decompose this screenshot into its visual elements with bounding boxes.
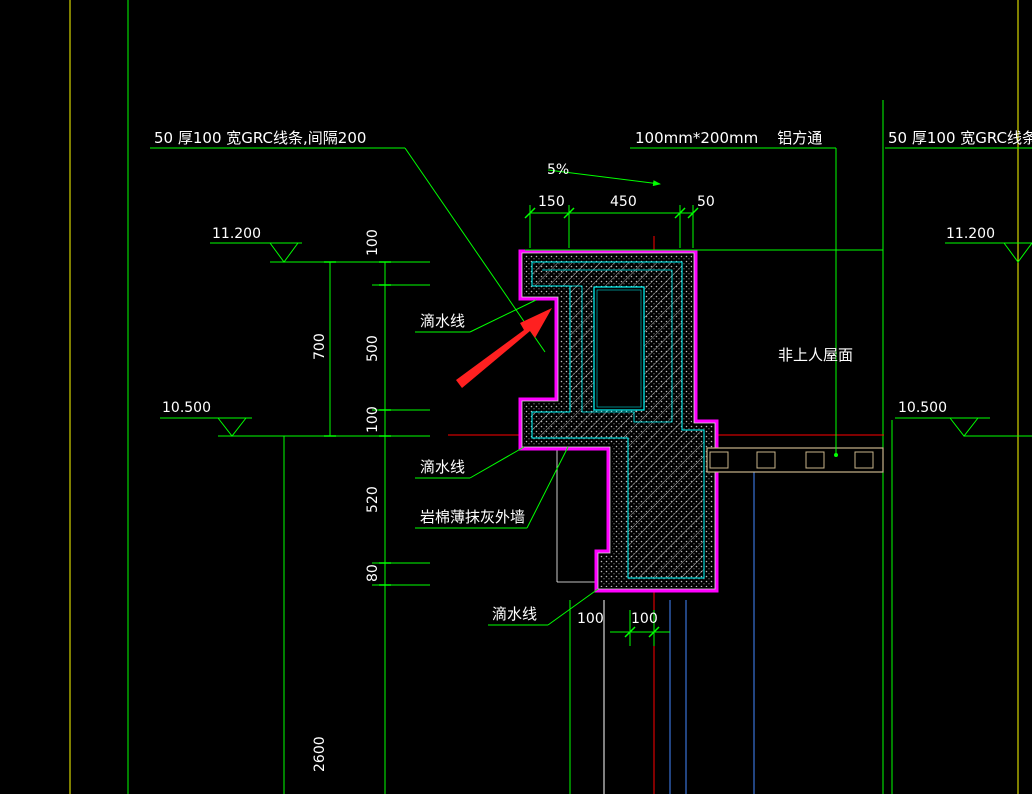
wall-label: 岩棉薄抹灰外墙 xyxy=(420,508,525,526)
hollow-void-inner xyxy=(596,289,642,408)
drip-line-label-3: 滴水线 xyxy=(492,605,537,623)
red-pointer-arrow xyxy=(456,308,552,388)
grc-profile-section xyxy=(518,249,719,593)
dim-b-100b: 100 xyxy=(631,611,658,627)
dim-b-100a: 100 xyxy=(577,611,604,627)
level-10500-left: 10.500 xyxy=(162,400,211,416)
aluminum-tube-row xyxy=(706,447,884,473)
bottom-dimensions xyxy=(610,610,670,646)
level-10500-right: 10.500 xyxy=(898,400,947,416)
dim-top-150: 150 xyxy=(538,194,565,210)
annotation-texts: 50 厚100 宽GRC线条,间隔200 50 厚100 宽GRC线条 100m… xyxy=(154,129,1032,623)
slope-label: 5% xyxy=(547,162,569,178)
drip-line-label-1: 滴水线 xyxy=(420,312,465,330)
dim-v-500: 500 xyxy=(365,335,381,362)
drip-line-label-2: 滴水线 xyxy=(420,458,465,476)
aluminum-label: 100mm*200mm 铝方通 xyxy=(635,129,822,147)
dim-v-2600: 2600 xyxy=(312,736,328,772)
concrete-inner-line xyxy=(542,269,673,423)
dim-top-450: 450 xyxy=(610,194,637,210)
grc-left-label: 50 厚100 宽GRC线条,间隔200 xyxy=(154,129,366,147)
leader-lines xyxy=(150,147,1032,626)
dimension-texts: 150 450 50 100 100 700 100 500 100 520 8… xyxy=(312,194,715,772)
grc-right-label: 50 厚100 宽GRC线条 xyxy=(888,129,1032,147)
level-lines xyxy=(160,242,1032,437)
dim-v-520: 520 xyxy=(365,486,381,513)
dim-v-100b: 100 xyxy=(365,406,381,433)
dim-top-50: 50 xyxy=(697,194,715,210)
dim-v-100a: 100 xyxy=(365,229,381,256)
level-11200-right: 11.200 xyxy=(946,226,995,242)
top-dimensions xyxy=(524,169,699,248)
level-texts: 11.200 11.200 10.500 10.500 xyxy=(162,226,995,416)
vertical-dimensions xyxy=(283,261,430,794)
hollow-void xyxy=(593,286,645,411)
dim-v-700: 700 xyxy=(312,333,328,360)
grid-lines xyxy=(69,0,1019,794)
roof-label: 非上人屋面 xyxy=(778,346,853,364)
dim-v-80: 80 xyxy=(365,564,381,582)
level-11200-left: 11.200 xyxy=(212,226,261,242)
